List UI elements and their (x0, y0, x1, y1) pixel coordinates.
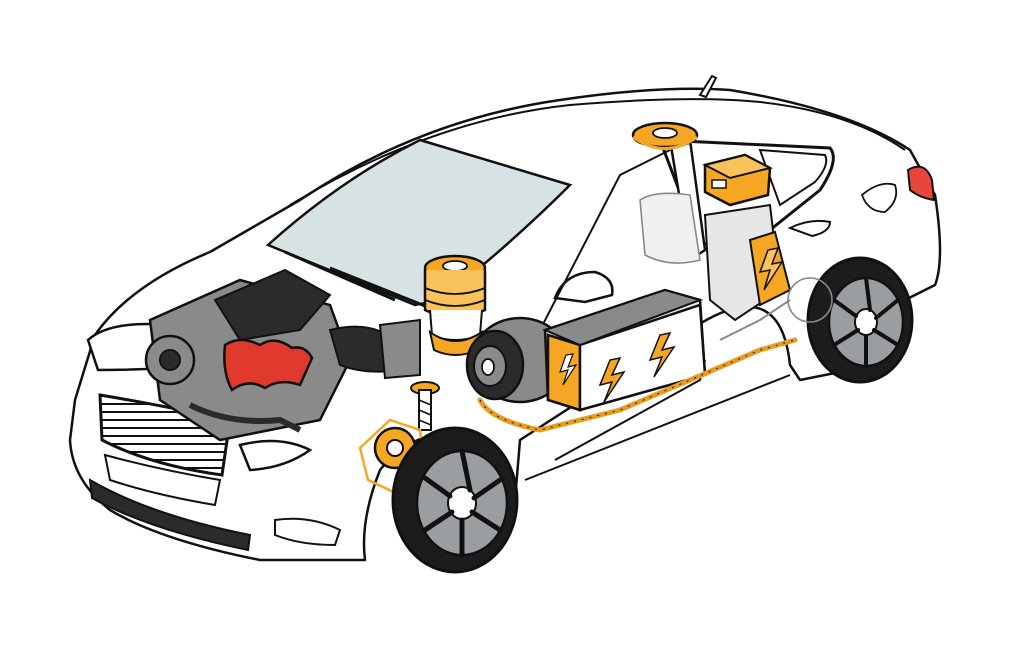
radiator-hose (188, 402, 302, 433)
air-filter-housing (378, 318, 421, 380)
power-control-unit (703, 203, 792, 322)
hybrid-battery-pack (542, 288, 707, 412)
fog-light (274, 517, 342, 547)
auxiliary-battery (702, 153, 773, 207)
rear-suspension (719, 277, 833, 341)
windshield-wiper (284, 250, 441, 314)
side-skirt (524, 374, 791, 481)
rear-door-handle (787, 219, 832, 238)
exhaust-manifold (223, 338, 314, 392)
windshield (265, 138, 573, 307)
lightning-bolt-icon (758, 246, 784, 291)
electric-motor (465, 316, 570, 404)
rear-strut-mount-highlight (631, 121, 699, 150)
license-plate-area (103, 453, 222, 507)
rear-wheel (806, 256, 914, 384)
lightning-bolt-icon (648, 331, 676, 378)
antenna (698, 74, 718, 99)
fuel-door (860, 182, 898, 213)
alternator-pulley-hub (159, 349, 181, 371)
front-shock-absorber (410, 381, 440, 431)
headlight-right (238, 439, 313, 472)
rear-side-window (758, 148, 828, 207)
lightning-bolt-icon (559, 353, 578, 386)
front-wheel (391, 426, 519, 574)
engine-cover (213, 268, 332, 342)
rear-seat (639, 192, 701, 264)
taillight (906, 165, 936, 202)
high-voltage-cable (477, 337, 798, 433)
lightning-bolt-icon (598, 356, 626, 403)
rear-window-frame (657, 138, 835, 247)
engine-assembly (144, 268, 421, 442)
lower-air-intake (88, 478, 252, 552)
